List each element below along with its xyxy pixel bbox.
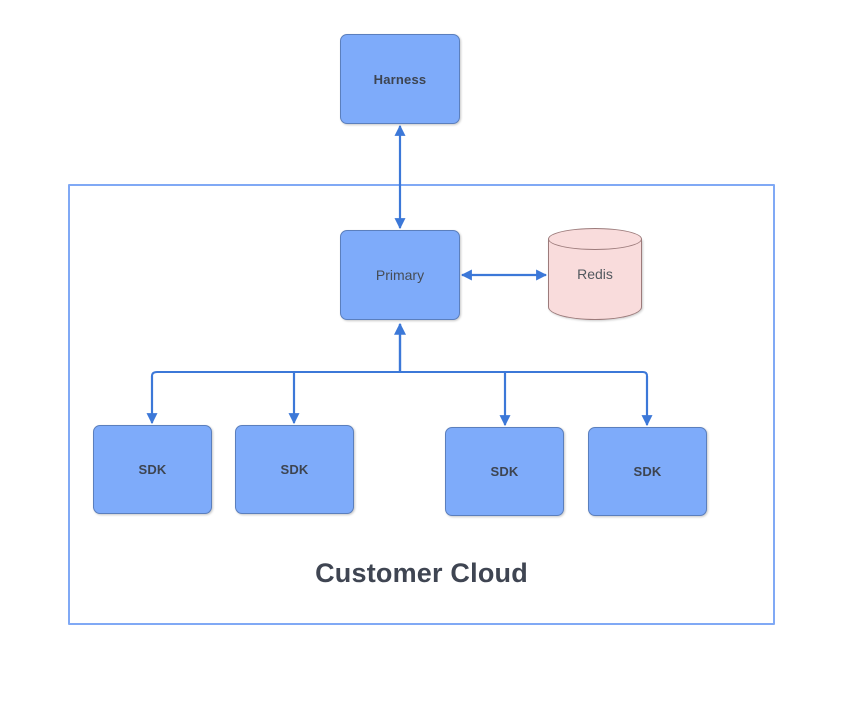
node-sdk-1-label: SDK [138, 462, 167, 477]
node-sdk-4[interactable]: SDK [588, 427, 707, 516]
cylinder-body [548, 239, 642, 320]
node-sdk-4-label: SDK [633, 464, 662, 479]
node-sdk-1[interactable]: SDK [93, 425, 212, 514]
node-sdk-2[interactable]: SDK [235, 425, 354, 514]
cylinder-top-ellipse [548, 228, 642, 250]
customer-cloud-container[interactable] [68, 184, 775, 625]
node-harness[interactable]: Harness [340, 34, 460, 124]
node-redis-label: Redis [577, 266, 613, 282]
node-sdk-2-label: SDK [280, 462, 309, 477]
node-harness-label: Harness [373, 71, 427, 87]
customer-cloud-title: Customer Cloud [315, 558, 528, 588]
node-primary-label: Primary [375, 267, 425, 283]
node-redis[interactable]: Redis [548, 228, 642, 320]
node-sdk-3-label: SDK [490, 464, 519, 479]
node-primary[interactable]: Primary [340, 230, 460, 320]
node-sdk-3[interactable]: SDK [445, 427, 564, 516]
